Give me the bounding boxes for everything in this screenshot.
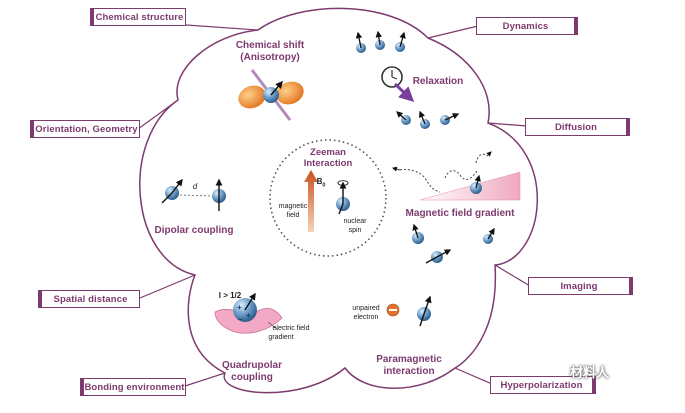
magnetic-field-label-line1: magnetic (278, 203, 308, 210)
label-quadrupolar-coupling: coupling (231, 372, 273, 383)
tag-hyperpolarization: Hyperpolarization (490, 376, 596, 394)
label-paramagnetic: Paramagnetic (376, 354, 442, 365)
connector-lines (137, 24, 531, 387)
paramagnetic-illustration (386, 295, 432, 327)
label-dipolar-coupling: Dipolar coupling (154, 225, 234, 236)
label-anisotropy: (Anisotropy) (240, 52, 300, 63)
b0-subscript: 0 (322, 182, 326, 189)
watermark-logo: 材料人 (570, 365, 610, 380)
b0-symbol: B (316, 177, 323, 186)
spin-condition: I > 1/2 (218, 291, 242, 300)
dipolar-distance-symbol: d (192, 182, 198, 191)
tag-imaging: Imaging (528, 277, 633, 295)
zeeman-circle (269, 139, 387, 257)
label-paramagnetic-interaction: interaction (383, 366, 435, 377)
efg-label-line2: gradient (268, 334, 294, 341)
tag-spatial-distance: Spatial distance (38, 290, 140, 308)
label-magnetic-field-gradient: Magnetic field gradient (405, 208, 515, 219)
tag-chemical-structure: Chemical structure (90, 8, 186, 26)
svg-text:+: + (237, 303, 242, 312)
magnetic-field-label-line2: field (286, 212, 300, 219)
tag-diffusion: Diffusion (525, 118, 630, 136)
unpaired-label-line2: electron (353, 314, 379, 321)
tag-dynamics: Dynamics (476, 17, 578, 35)
label-quadrupolar: Quadrupolar (221, 360, 282, 371)
label-zeeman: Zeeman (310, 147, 346, 158)
nuclear-spin-label-line2: spin (348, 227, 362, 234)
tag-orientation-geometry: Orientation, Geometry (30, 120, 140, 138)
zeeman-illustration (304, 170, 350, 232)
dipolar-illustration (161, 178, 226, 211)
unpaired-label-line1: unpaired (352, 305, 380, 312)
relaxation-spins-top (355, 30, 406, 53)
nuclear-spin-label-line1: nuclear (343, 218, 367, 225)
clock-icon (381, 66, 415, 103)
gradient-spins (412, 223, 495, 264)
label-chemical-shift: Chemical shift (235, 40, 305, 51)
tag-bonding-environment: Bonding environment (80, 378, 186, 396)
gradient-illustration (392, 151, 521, 201)
quadrupolar-illustration: + + − (214, 292, 283, 334)
label-relaxation: Relaxation (412, 76, 464, 87)
svg-text:+: + (246, 311, 251, 320)
svg-text:−: − (238, 315, 243, 324)
chemical-shift-illustration (238, 69, 304, 121)
efg-label-line1: electric field (272, 325, 310, 332)
label-zeeman-interaction: Interaction (303, 158, 353, 169)
relaxation-spins-bottom (396, 110, 460, 129)
b0-label: B0 (311, 177, 331, 189)
